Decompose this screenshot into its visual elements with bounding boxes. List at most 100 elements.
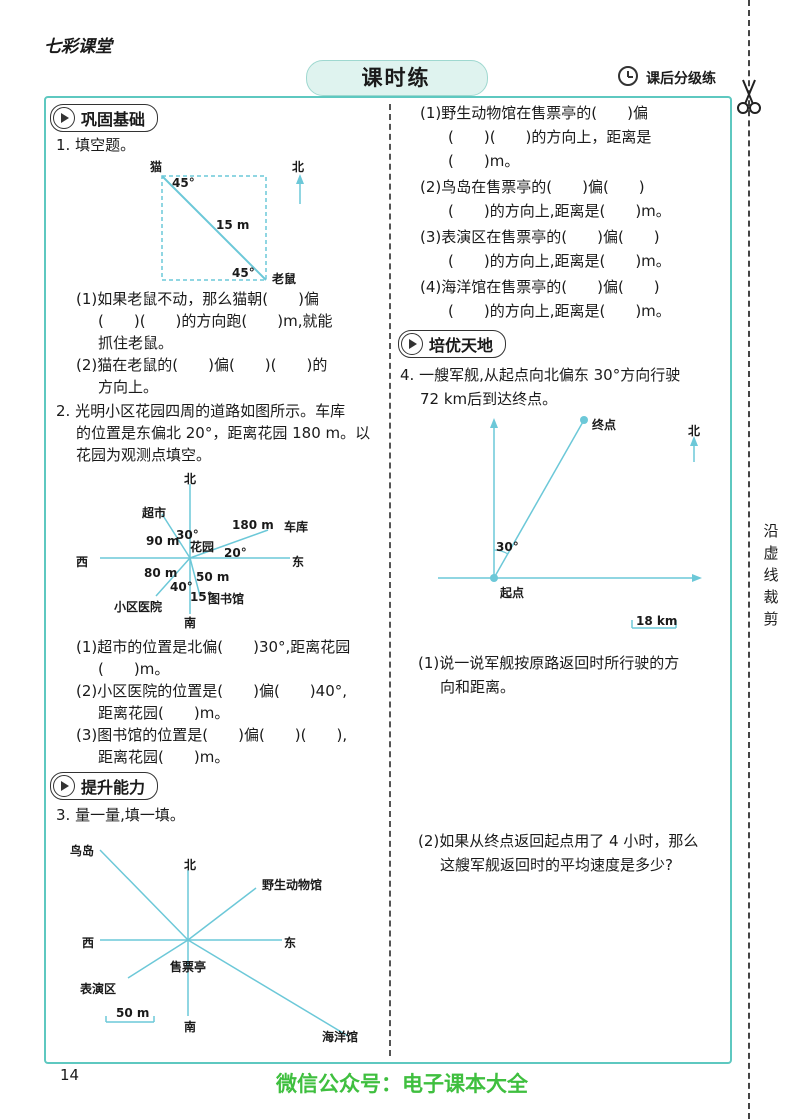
q4-route [493, 419, 585, 579]
q2-a-garage: 20° [224, 546, 247, 560]
q4-part2: (2)如果从终点返回起点用了 4 小时，那么 [418, 832, 699, 850]
q1-part1-cont: ( )( )的方向跑( )m,就能 [98, 312, 333, 330]
q1-title: 1. 填空题。 [56, 136, 136, 154]
q4-part1: (1)说一说军舰按原路返回时所行驶的方 [418, 654, 680, 672]
play-icon [53, 107, 75, 129]
angle-bottom-label: 45° [232, 266, 255, 280]
cut-instruction: 沿 虚 线 裁 剪 [760, 520, 782, 630]
to-hospital [155, 557, 191, 597]
q3-scale-label: 50 m [116, 1006, 150, 1020]
section-basic: 巩固基础 [50, 104, 159, 132]
cut-char: 裁 [763, 588, 779, 606]
q3-part4: (4)海洋馆在售票亭的( )偏( ) [420, 278, 660, 296]
q4-scale-label: 18 km [636, 614, 678, 628]
q4-we-arrowhead [692, 574, 702, 582]
q4-end-dot [580, 416, 588, 424]
north-label: 北 [292, 160, 305, 174]
q3-part3: (3)表演区在售票亭的( )偏( ) [420, 228, 660, 246]
section-improve: 提升能力 [50, 772, 159, 800]
q3-north: 北 [184, 858, 197, 872]
q1-figure [161, 174, 304, 281]
north-arrowhead [296, 174, 304, 184]
q3-west: 西 [82, 936, 95, 950]
scissors-icon [737, 79, 761, 114]
section-excellence-label: 培优天地 [429, 336, 494, 355]
q4-part2-cont: 这艘军舰返回时的平均速度是多少? [440, 856, 673, 874]
footer-watermark: 微信公众号：电子课本大全 [276, 1072, 528, 1096]
play-icon [401, 333, 423, 355]
q3-to-zoo [187, 887, 257, 941]
q3-ticket: 售票亭 [170, 960, 207, 974]
section-excellence: 培优天地 [398, 330, 507, 358]
cut-char: 剪 [763, 610, 779, 628]
q2-part2: (2)小区医院的位置是( )偏( )40°, [76, 682, 348, 700]
q3-ocean: 海洋馆 [322, 1030, 359, 1044]
q2-part3-cont: 距离花园( )m。 [98, 748, 230, 766]
q4-end-label: 终点 [592, 418, 617, 432]
diagonal-path [161, 175, 267, 281]
q3-part4-cont: ( )的方向上,距离是( )m。 [448, 302, 671, 320]
to-garage [189, 529, 269, 559]
q2-center: 花园 [190, 540, 215, 554]
cut-char: 沿 [763, 522, 779, 540]
clock-icon [618, 66, 638, 86]
q4-part1-cont: 向和距离。 [440, 678, 516, 696]
q4-angle-arc [493, 549, 509, 555]
header-title-bar [306, 60, 488, 96]
q3-part2: (2)鸟岛在售票亭的( )偏( ) [420, 178, 645, 196]
section-basic-label: 巩固基础 [81, 110, 146, 129]
q2-a-market: 30° [176, 528, 199, 542]
q2-part2-cont: 距离花园( )m。 [98, 704, 230, 722]
q2-south: 南 [184, 616, 197, 630]
q3-part1-cont: ( )( )的方向上，距离是 [448, 128, 652, 146]
q2-figure [100, 484, 290, 614]
q2-part3: (3)图书馆的位置是( )偏( )( ), [76, 726, 348, 744]
q4-line1: 4. 一艘军舰,从起点向北偏东 30°方向行驶 [400, 366, 681, 384]
q2-east: 东 [292, 555, 305, 569]
dashed-square [161, 175, 267, 281]
page-number: 14 [60, 1066, 80, 1084]
q3-part2-cont: ( )的方向上,距离是( )m。 [448, 202, 671, 220]
cut-line [748, 0, 750, 1119]
mouse-label: 老鼠 [272, 272, 297, 286]
content-frame [44, 96, 732, 1064]
q2-garage: 车库 [284, 520, 309, 534]
cut-char: 线 [763, 566, 779, 584]
q2-hospital: 小区医院 [114, 600, 163, 614]
q2-line3: 花园为观测点填空。 [76, 446, 212, 464]
q2-d-hospital: 80 m [144, 566, 178, 580]
to-library [189, 557, 201, 597]
q4-line2: 72 km后到达终点。 [420, 390, 558, 408]
q3-figure [99, 849, 349, 1037]
q4-ns-arrowhead [490, 418, 498, 428]
q1-part2: (2)猫在老鼠的( )偏( )( )的 [76, 356, 328, 374]
header-badge: 课后分级练 [646, 71, 716, 87]
cat-label: 猫 [150, 160, 163, 174]
q3-to-ocean [187, 939, 349, 1037]
q2-a-hospital: 40° [170, 580, 193, 594]
to-market [161, 513, 191, 559]
q2-d-garage: 180 m [232, 518, 274, 532]
q3-title: 3. 量一量,填一填。 [56, 806, 185, 824]
q3-part1: (1)野生动物馆在售票亭的( )偏 [420, 104, 648, 122]
page-title: 课时练 [361, 66, 431, 90]
column-divider [389, 104, 391, 1056]
q2-a-library: 15° [190, 590, 213, 604]
q4-north-label: 北 [688, 424, 701, 438]
q2-part1: (1)超市的位置是北偏( )30°,距离花园 [76, 638, 351, 656]
angle-top-label: 45° [172, 176, 195, 190]
q2-market: 超市 [142, 506, 167, 520]
section-improve-label: 提升能力 [81, 778, 146, 797]
cut-char: 虚 [763, 544, 779, 562]
q2-line2: 的位置是东偏北 20°，距离花园 180 m。以 [76, 424, 371, 442]
distance-label: 15 m [216, 218, 250, 232]
q4-start-dot [490, 574, 498, 582]
q2-d-market: 90 m [146, 534, 180, 548]
q3-east: 东 [284, 936, 297, 950]
q1-part2-cont: 方向上。 [98, 378, 159, 396]
q2-north: 北 [184, 472, 197, 486]
q3-part3-cont: ( )的方向上,距离是( )m。 [448, 252, 671, 270]
q3-part1-cont2: ( )m。 [448, 152, 520, 170]
q3-show: 表演区 [80, 982, 117, 996]
q2-library: 图书馆 [208, 592, 245, 606]
